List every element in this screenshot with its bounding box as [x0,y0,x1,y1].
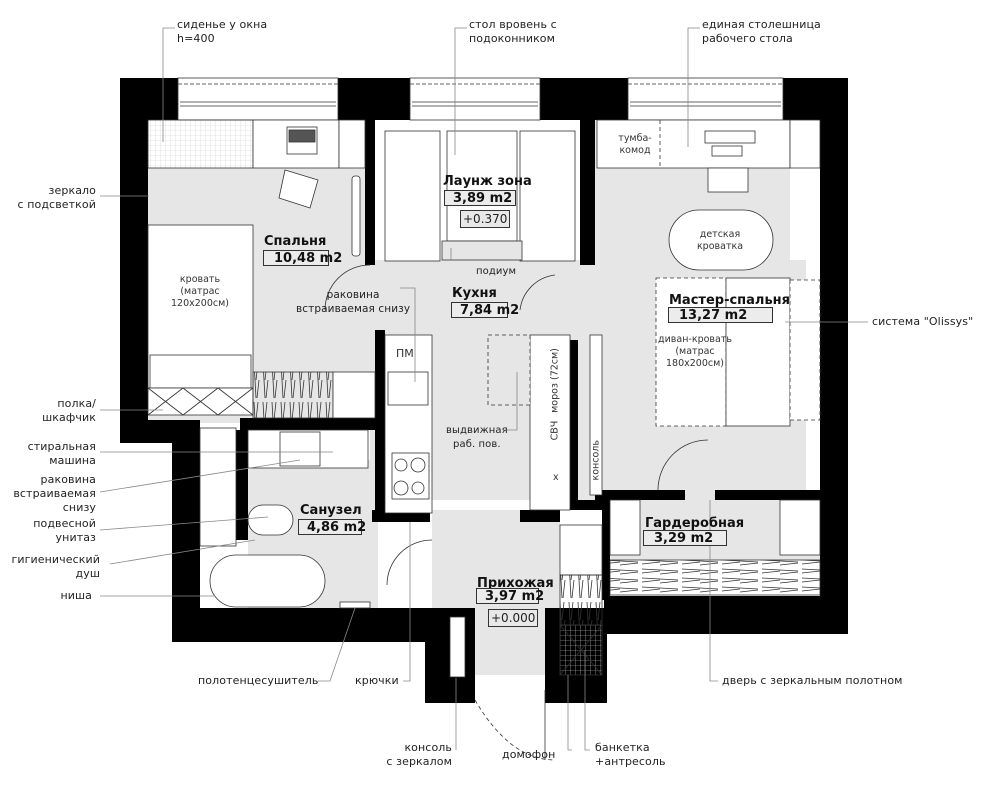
room-name-master-bedroom: Мастер-спальня [669,293,790,308]
callout-line: снизу [62,501,96,514]
callout-line: консоль [404,741,452,754]
pull-out-label-line: выдвижная [446,425,508,436]
callout-line: с зеркалом [386,755,452,768]
callout-line: сиденье у окна [177,18,268,31]
callout-line: подвесной [33,517,96,530]
kitchen-sink-label: раковина встраиваемая снизу [296,288,410,316]
callout-line: банкетка [595,741,650,754]
callout-niche: ниша [0,589,92,603]
dishwasher-label: ПМ [396,347,414,360]
sofa-bed-label-line: диван-кровать [658,334,732,345]
room-area-bedroom: 10,48 m2 [263,250,342,266]
callout-mirror: зеркало с подсветкой [0,184,96,212]
kitchen-sink-label-line: встраиваемая снизу [296,303,411,315]
room-area-wardrobe: 3,29 m2 [643,530,727,546]
room-area-bathroom: 4,86 m2 [298,519,366,535]
callout-line: унитаз [55,531,96,544]
room-area-hallway: 3,97 m2 [476,588,544,604]
room-area-lounge: 3,89 m2 [444,190,516,206]
callout-olissys-system: система "Olissys" [872,315,974,328]
callout-line: h=400 [177,32,215,45]
dresser-label-line: тумба- [618,133,652,144]
callout-intercom: домофон [502,748,556,761]
callout-mirror-door: дверь с зеркальным полотном [722,674,903,687]
freezer-label: мороз (72см) [549,348,561,413]
kitchen-furniture [384,334,603,514]
callout-line: стол вровень с [469,18,557,31]
callout-window-seat: сиденье у окна h=400 [177,18,267,46]
sofa-bed-label: диван-кровать (матрас 180x200см) [655,334,735,370]
sofa-bed-label-line: (матрас [675,346,715,357]
callout-hooks: крючки [355,674,399,687]
callout-undermount-sink: раковина встраиваемая снизу [0,473,96,515]
master-furniture [596,119,821,427]
callout-line: рабочего стола [702,32,793,45]
room-name-bathroom: Санузел [300,503,362,518]
dresser-label: тумба- комод [612,133,658,157]
room-area-kitchen: 7,84 m2 [451,302,519,318]
pull-out-label-line: раб. пов. [453,439,501,450]
x-mark: x [553,472,559,483]
callout-sill-table: стол вровень с подоконником [469,18,557,46]
microwave-label: СВЧ [549,420,561,441]
walls [120,78,848,703]
bed-label-line: кровать [179,274,221,285]
doors [324,264,709,761]
pull-out-worktop-label: выдвижная раб. пов. [446,424,508,452]
bathroom-furniture [199,427,371,609]
bed-label-line: 120x200см) [171,298,229,309]
room-name-bedroom: Спальня [264,234,327,249]
callout-line: полка/ [57,397,96,410]
callout-washing-machine: стиральная машина [0,440,96,468]
callout-line: душ [75,567,100,580]
leader-lines [99,27,868,751]
callout-line: зеркало [48,184,96,197]
callout-desk-worktop: единая столешница рабочего стола [702,18,821,46]
wardrobe-furniture [449,499,821,678]
callout-line: подоконником [469,32,556,45]
room-name-wardrobe: Гардеробная [645,516,745,531]
callout-line: шкафчик [42,411,96,424]
room-name-hallway: Прихожая [477,576,554,591]
callout-line: машина [49,454,96,467]
windows [177,77,784,121]
dresser-label-line: комод [619,145,651,156]
level-hallway: +0.000 [488,609,539,627]
bed-label: кровать (матрас 120x200см) [160,274,240,310]
bed-label-line: (матрас [180,286,220,297]
callout-line: раковина [40,473,96,486]
callout-line: +антресоль [595,755,666,768]
bedroom-furniture [147,119,376,419]
callout-line: гигиенический [11,553,100,566]
room-name-kitchen: Кухня [452,286,497,301]
callout-bench-mezzanine: банкетка +антресоль [595,741,666,769]
room-area-master-bedroom: 13,27 m2 [668,307,773,323]
crib-label-line: детская [699,229,741,240]
podium-label: подиум [476,266,517,277]
callout-wall-toilet: подвесной унитаз [0,517,96,545]
sofa-bed-label-line: 180x200см) [666,358,724,369]
console-label: консоль [590,440,602,481]
callout-shelf: полка/ шкафчик [0,397,96,425]
kitchen-sink-label-line: раковина [326,289,380,301]
callout-line: с подсветкой [17,198,96,211]
crib-label: детская кроватка [690,229,750,253]
callout-console-mirror: консоль с зеркалом [360,741,452,769]
level-lounge: +0.370 [460,210,511,228]
callout-line: стиральная [27,440,96,453]
room-name-lounge: Лаунж зона [443,174,532,189]
crib-label-line: кроватка [696,241,744,252]
callout-line: единая столешница [702,18,821,31]
callout-hygienic-shower: гигиенический душ [0,553,100,581]
callout-towel-warmer: полотенцесушитель [198,674,319,687]
callout-line: ниша [60,589,92,602]
callout-line: встраиваемая [13,487,96,500]
